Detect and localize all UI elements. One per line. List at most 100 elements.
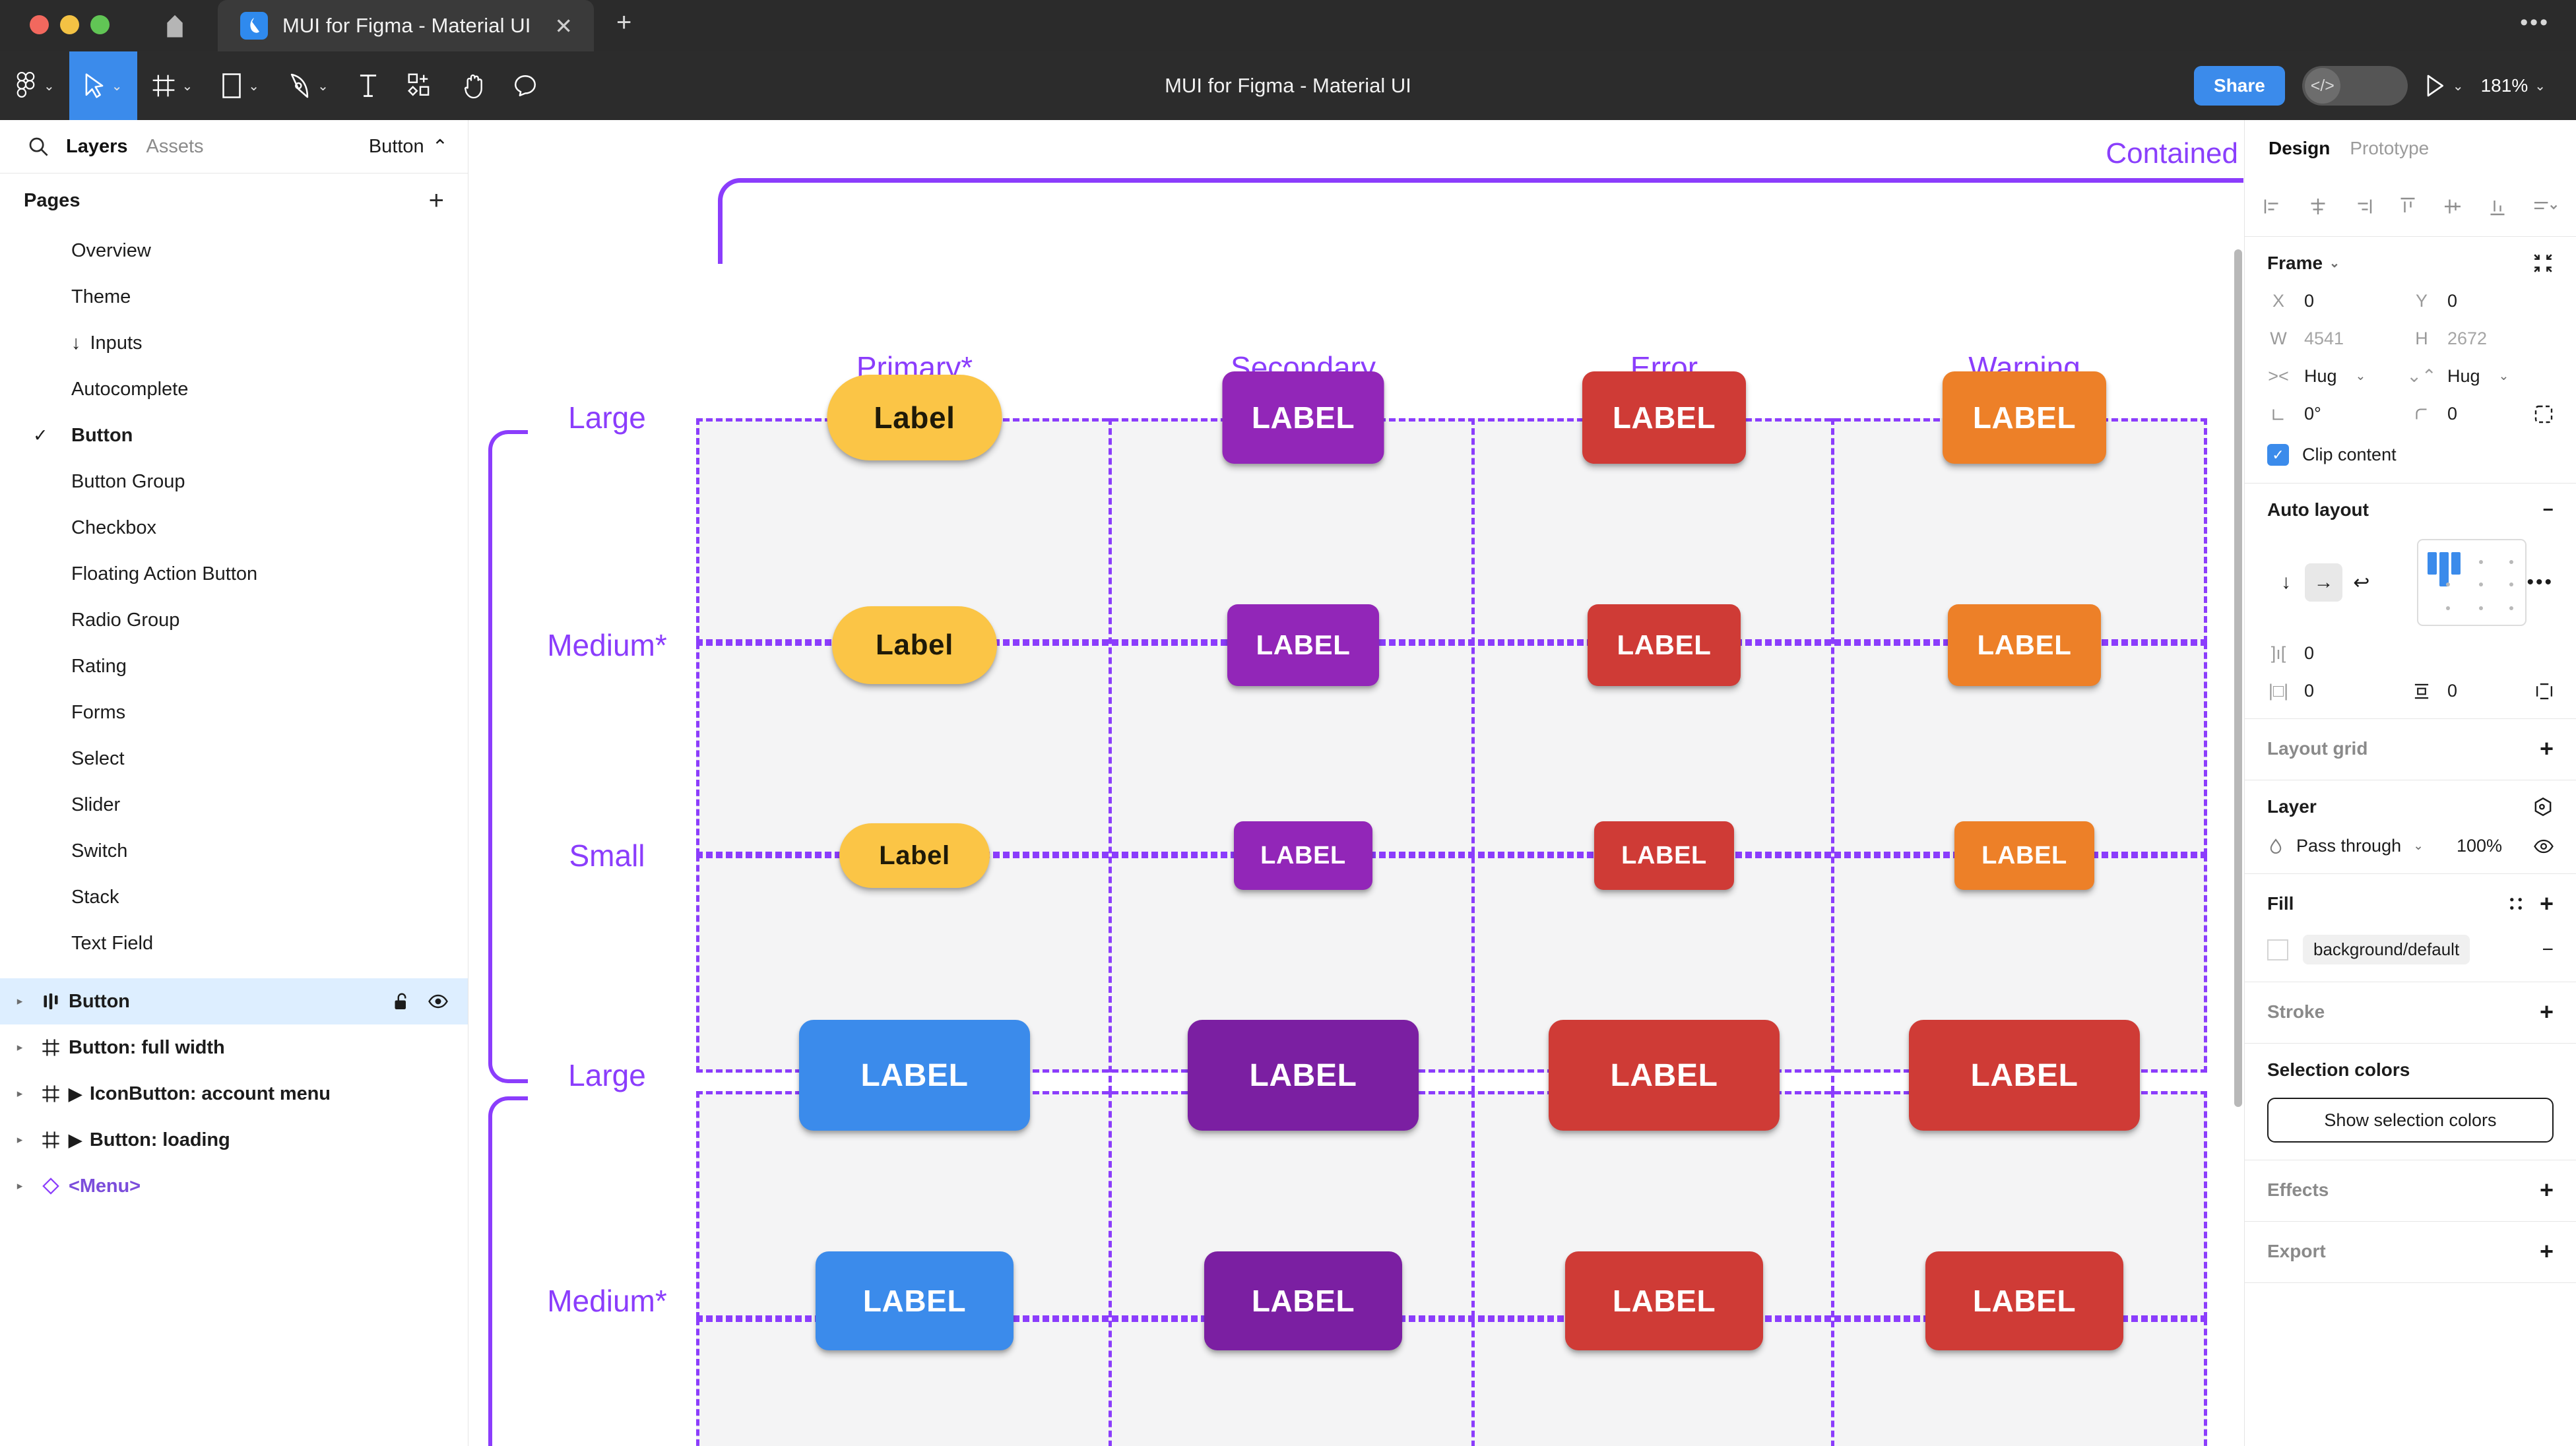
show-selection-colors-button[interactable]: Show selection colors	[2267, 1098, 2554, 1143]
share-button[interactable]: Share	[2194, 66, 2285, 106]
material-button[interactable]: LABEL	[816, 1251, 1014, 1350]
page-item-inputs[interactable]: ↓Inputs	[0, 320, 468, 366]
move-tool-button[interactable]: ⌄	[69, 51, 137, 120]
vertical-resizing-select[interactable]: ⌄⌃ Hug ⌄	[2406, 366, 2554, 387]
add-export-button[interactable]: +	[2539, 1238, 2554, 1265]
page-item-autocomplete[interactable]: Autocomplete	[0, 366, 468, 412]
add-fill-button[interactable]: +	[2539, 890, 2554, 917]
distribute-menu-icon[interactable]	[2532, 197, 2558, 216]
page-item-switch[interactable]: Switch	[0, 828, 468, 874]
material-button[interactable]: Label	[827, 375, 1002, 460]
page-item-floating-action-button[interactable]: Floating Action Button	[0, 551, 468, 597]
shape-tool-button[interactable]: ⌄	[207, 51, 274, 120]
independent-corners-icon[interactable]	[2534, 404, 2554, 424]
frame-tool-button[interactable]: ⌄	[137, 51, 208, 120]
page-item-button[interactable]: ✓Button	[0, 412, 468, 458]
frame-name-contained[interactable]: Contained	[2106, 137, 2238, 170]
material-button[interactable]: LABEL	[1234, 821, 1372, 890]
home-tab-button[interactable]	[132, 0, 218, 51]
figma-menu-button[interactable]: ⌄	[0, 51, 69, 120]
align-top-icon[interactable]	[2398, 197, 2418, 216]
layout-vertical-icon[interactable]: ↓	[2281, 571, 2292, 593]
tab-layers[interactable]: Layers	[66, 135, 128, 157]
close-window-button[interactable]	[30, 15, 49, 34]
material-button[interactable]: LABEL	[1549, 1020, 1780, 1131]
visibility-icon[interactable]	[428, 991, 448, 1011]
individual-padding-icon[interactable]	[2535, 682, 2554, 701]
page-selector[interactable]: Button ⌃	[369, 135, 448, 158]
horizontal-padding-field[interactable]: |□| 0	[2267, 681, 2410, 701]
page-item-select[interactable]: Select	[0, 736, 468, 782]
layout-wrap-icon[interactable]: ↩	[2353, 571, 2370, 594]
material-button[interactable]: LABEL	[1222, 371, 1384, 464]
tab-assets[interactable]: Assets	[146, 135, 204, 157]
align-left-icon[interactable]	[2263, 197, 2283, 216]
fill-color-swatch[interactable]	[2267, 939, 2288, 960]
close-icon[interactable]: ✕	[554, 13, 573, 38]
page-item-text-field[interactable]: Text Field	[0, 920, 468, 966]
clip-content-row[interactable]: ✓ Clip content	[2267, 444, 2554, 466]
x-field[interactable]: X 0	[2267, 291, 2410, 311]
new-tab-button[interactable]: +	[616, 8, 632, 37]
remove-fill-button[interactable]: −	[2542, 938, 2554, 960]
page-item-theme[interactable]: Theme	[0, 274, 468, 320]
material-button[interactable]: Label	[839, 823, 990, 888]
layer-row[interactable]: ▸▶Button: loading	[0, 1117, 468, 1163]
remove-auto-layout-button[interactable]: −	[2542, 499, 2554, 520]
add-layout-grid-button[interactable]: +	[2539, 735, 2554, 762]
material-button[interactable]: LABEL	[1188, 1020, 1419, 1131]
layout-horizontal-icon[interactable]: →	[2305, 563, 2343, 602]
pen-tool-button[interactable]: ⌄	[274, 51, 343, 120]
layer-row[interactable]: ▸<Menu>	[0, 1163, 468, 1209]
page-item-stack[interactable]: Stack	[0, 874, 468, 920]
layer-row[interactable]: ▸Button: full width	[0, 1024, 468, 1071]
corner-radius-field[interactable]: 0	[2410, 404, 2554, 424]
material-button[interactable]: LABEL	[1582, 371, 1746, 464]
layer-settings-icon[interactable]	[2532, 796, 2554, 817]
comment-tool-button[interactable]	[499, 51, 552, 120]
chevron-down-icon[interactable]: ⌄	[2452, 79, 2464, 94]
resize-to-fit-icon[interactable]	[2532, 253, 2554, 274]
height-field[interactable]: H 2672	[2410, 329, 2554, 349]
material-button[interactable]: LABEL	[1954, 821, 2094, 890]
vertical-padding-field[interactable]: 0	[2410, 681, 2554, 701]
add-effect-button[interactable]: +	[2539, 1176, 2554, 1203]
resources-tool-button[interactable]	[393, 51, 447, 120]
align-bottom-icon[interactable]	[2488, 197, 2507, 216]
browser-overflow-menu[interactable]: •••	[2520, 10, 2550, 35]
fill-style-token[interactable]: background/default	[2303, 935, 2470, 964]
page-item-radio-group[interactable]: Radio Group	[0, 597, 468, 643]
auto-layout-more-button[interactable]: •••	[2527, 571, 2554, 593]
material-button[interactable]: LABEL	[1925, 1251, 2123, 1350]
tab-design[interactable]: Design	[2269, 138, 2331, 158]
minimize-window-button[interactable]	[60, 15, 79, 34]
chevron-right-icon[interactable]: ▸	[16, 995, 23, 1007]
horizontal-resizing-select[interactable]: >< Hug ⌄	[2267, 366, 2410, 387]
material-button[interactable]: LABEL	[1565, 1251, 1763, 1350]
page-item-checkbox[interactable]: Checkbox	[0, 505, 468, 551]
text-tool-button[interactable]	[343, 51, 393, 120]
chevron-right-icon[interactable]: ▸	[16, 1133, 23, 1146]
chevron-right-icon[interactable]: ▸	[16, 1087, 23, 1100]
layer-row[interactable]: ▸▶IconButton: account menu	[0, 1071, 468, 1117]
chevron-right-icon[interactable]: ▸	[16, 1041, 23, 1053]
clip-content-checkbox[interactable]: ✓	[2267, 444, 2289, 466]
page-item-rating[interactable]: Rating	[0, 643, 468, 689]
search-icon[interactable]	[20, 136, 57, 157]
tab-prototype[interactable]: Prototype	[2350, 138, 2430, 158]
window-controls[interactable]	[0, 15, 132, 51]
align-vertical-center-icon[interactable]	[2443, 197, 2463, 216]
add-stroke-button[interactable]: +	[2539, 998, 2554, 1025]
rotation-field[interactable]: 0°	[2267, 404, 2410, 424]
browser-tab[interactable]: MUI for Figma - Material UI ✕	[218, 0, 594, 51]
fill-styles-icon[interactable]	[2507, 895, 2525, 913]
align-horizontal-center-icon[interactable]	[2308, 197, 2328, 216]
chevron-right-icon[interactable]: ▸	[16, 1179, 23, 1192]
material-button[interactable]: LABEL	[1594, 821, 1734, 890]
page-item-button-group[interactable]: Button Group	[0, 458, 468, 505]
blend-mode-row[interactable]: Pass through ⌄ 100%	[2267, 836, 2554, 856]
width-field[interactable]: W 4541	[2267, 329, 2410, 349]
material-button[interactable]: LABEL	[799, 1020, 1030, 1131]
material-button[interactable]: LABEL	[1588, 604, 1741, 686]
